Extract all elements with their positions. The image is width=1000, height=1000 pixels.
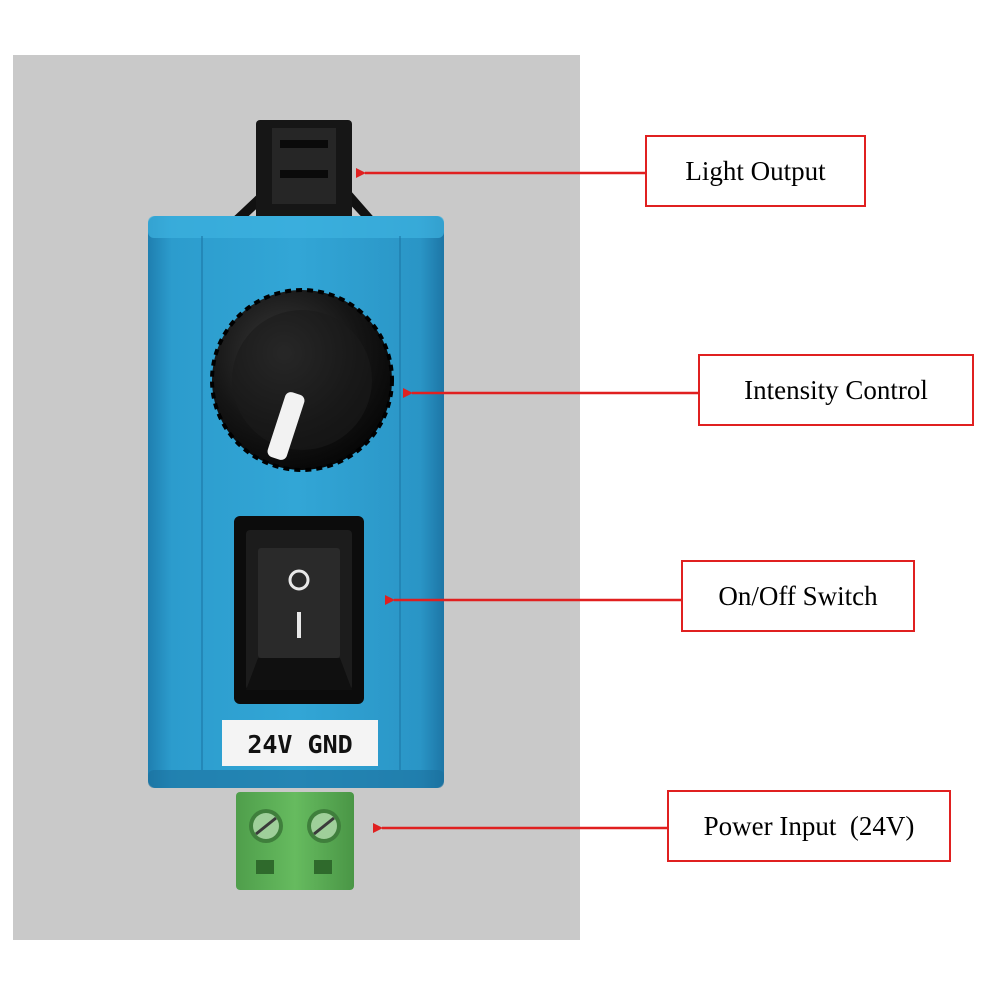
terminal-label-text: 24V GND [247,730,352,759]
callout-light-output: Light Output [645,135,866,207]
switch-on-symbol [297,612,301,638]
callout-intensity-control: Intensity Control [698,354,974,426]
knob-indicator [267,392,305,460]
terminal-label-plate: 24V GND [222,720,378,766]
switch-off-symbol [288,569,310,591]
callout-on-off-switch: On/Off Switch [681,560,915,632]
intensity-knob[interactable] [210,288,394,472]
power-terminal-block [236,792,354,890]
on-off-switch[interactable] [234,516,364,704]
callout-power-input: Power Input (24V) [667,790,951,862]
light-output-connector [228,120,378,226]
